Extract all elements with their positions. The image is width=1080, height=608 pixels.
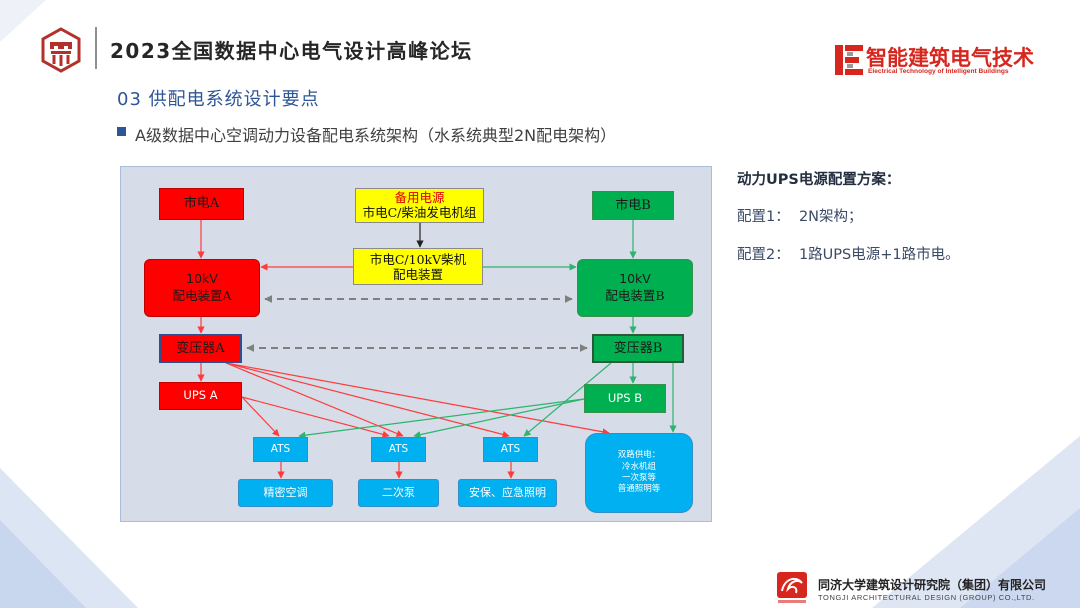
forum-title: 2023全国数据中心电气设计高峰论坛 [110, 39, 473, 63]
transformer-a-to-ats-3-arrow [225, 362, 510, 438]
utility-b-box: 市电B [592, 191, 674, 220]
transformer-b-box: 变压器B [592, 334, 684, 363]
ats-switch-1: ATS [253, 437, 308, 462]
backup-switchgear-line-2: 配电装置 [392, 266, 443, 282]
backup-title: 备用电源 [394, 190, 445, 206]
ats-2-label: ATS [388, 443, 409, 456]
ups-b-to-ats-2-arrow [413, 398, 585, 439]
load-security-lighting: 安保、应急照明 [458, 479, 557, 507]
ups-b-to-ats-1-arrow [298, 398, 585, 439]
load-security-lighting-label: 安保、应急照明 [469, 486, 546, 500]
load-precision-ac-label: 精密空调 [263, 486, 308, 500]
utility-a-box: 市电A [159, 188, 244, 220]
switchgear-a-label: 配电装置A [172, 288, 232, 303]
ups-a-box: UPS A [159, 382, 242, 410]
switchgear-a-voltage: 10kV [186, 271, 218, 287]
ups-b-label: UPS B [607, 390, 643, 405]
dual-supply-item-1: 冷水机组 [621, 461, 656, 472]
switchgear-b-box: 10kV 配电装置B [577, 259, 693, 317]
backup-switchgear-line-1: 市电C/10kV柴机 [369, 251, 467, 267]
backup-switchgear-box: 市电C/10kV柴机 配电装置 [353, 248, 483, 285]
bullet-text: A级数据中心空调动力设备配电系统架构（水系统典型2N配电架构） [135, 126, 617, 145]
transformer-a-label: 变压器A [176, 340, 225, 356]
dual-supply-item-2: 一次泵等 [621, 473, 656, 483]
ups-b-box: UPS B [584, 384, 666, 413]
ats-switch-2: ATS [371, 437, 426, 462]
backup-source-box: 备用电源 市电C/柴油发电机组 [355, 188, 484, 223]
forum-logo [41, 27, 81, 73]
transformer-b-to-ats-3-arrow [523, 362, 612, 437]
load-secondary-pump: 二次泵 [358, 479, 439, 507]
backup-source-label: 市电C/柴油发电机组 [362, 204, 477, 220]
header-divider [95, 27, 97, 69]
company-logo-icon [777, 572, 807, 603]
company-name-cn: 同济大学建筑设计研究院（集团）有限公司 [818, 578, 1047, 592]
ats-1-label: ATS [270, 443, 291, 456]
switchgear-b-label: 配电装置B [605, 288, 665, 303]
load-precision-ac: 精密空调 [238, 479, 333, 507]
brand-logo-icon [835, 45, 863, 75]
transformer-a-to-dual-arrow [225, 362, 610, 436]
bullet-square-icon [117, 127, 126, 136]
transformer-a-to-ats-2-arrow [225, 362, 404, 437]
load-secondary-pump-label: 二次泵 [382, 486, 415, 500]
ats-3-label: ATS [500, 443, 521, 456]
ups-a-label: UPS A [183, 388, 218, 403]
transformer-a-box: 变压器A [159, 334, 242, 363]
switchgear-b-voltage: 10kV [619, 271, 651, 287]
dual-supply-box: 双路供电： 冷水机组 一次泵等 普通照明等 [585, 433, 693, 513]
utility-a-label: 市电A [183, 196, 220, 212]
diagram-connectors [197, 220, 677, 479]
notes-item-1: 配置1： 2N架构； [737, 209, 863, 225]
notes-heading: 动力UPS电源配置方案： [737, 172, 901, 188]
notes-item-2: 配置2： 1路UPS电源+1路市电。 [737, 247, 960, 263]
dual-supply-title: 双路供电： [617, 450, 661, 461]
brand-subtitle: Electrical Technology of Intelligent Bui… [868, 68, 1009, 75]
ups-a-to-ats-1-arrow [241, 396, 280, 437]
section-title: 03 供配电系统设计要点 [117, 89, 320, 110]
utility-b-label: 市电B [615, 197, 651, 213]
dual-supply-item-3: 普通照明等 [617, 484, 661, 495]
brand-name: 智能建筑电气技术 [866, 46, 1034, 70]
ats-switch-3: ATS [483, 437, 538, 462]
ups-a-to-ats-2-arrow [241, 396, 390, 438]
switchgear-a-box: 10kV 配电装置A [144, 259, 260, 317]
power-distribution-diagram: 市电A 备用电源 市电C/柴油发电机组 市电B 市电C/10kV柴机 配电装置 … [120, 166, 712, 522]
transformer-b-label: 变压器B [613, 340, 663, 356]
company-name-en: TONGJI ARCHITECTURAL DESIGN (GROUP) CO.,… [818, 593, 1035, 602]
